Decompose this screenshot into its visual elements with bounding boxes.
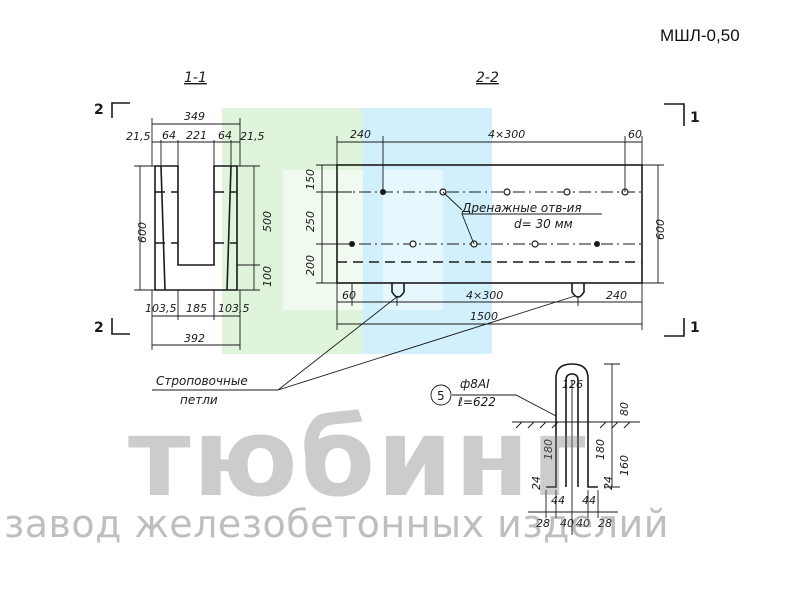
dim-250: 250 [304, 211, 317, 232]
drain-hole [531, 240, 539, 248]
section-mark-1-bottom: 1 [690, 320, 700, 336]
dim-44-right: 44 [582, 494, 596, 507]
right-vertical-dim [642, 164, 664, 284]
section-mark-2-bottom: 2 [94, 320, 104, 336]
dim-221: 221 [186, 129, 207, 142]
dim-64-left: 64 [162, 129, 176, 142]
dim-500: 500 [261, 211, 274, 232]
dim-150: 150 [304, 169, 317, 190]
bottom-dim-lines [151, 290, 241, 350]
loop-bar-spec: ф8АI [460, 377, 490, 391]
cut-mark-1-top [664, 103, 685, 126]
dim-200: 200 [304, 255, 317, 276]
dim-180-left: 180 [542, 439, 555, 460]
dim-28-right: 28 [598, 517, 612, 530]
drain-hole [503, 188, 511, 196]
drain-holes-row-2 [349, 240, 600, 248]
dim-64-right: 64 [218, 129, 232, 142]
sling-label-line-2: петли [180, 393, 218, 407]
top-spacing-dims [336, 136, 643, 192]
top-dim-lines [151, 118, 241, 166]
section-2-2-title: 2-2 [476, 70, 499, 86]
watermark-tagline: завод железобетонных изделий [4, 502, 669, 546]
dim-1500: 1500 [470, 310, 498, 323]
drain-leader-lines [442, 191, 475, 245]
drain-hole [563, 188, 571, 196]
height-dim-left [134, 165, 155, 291]
left-vertical-dims [316, 164, 352, 284]
dim-44-left: 44 [551, 494, 565, 507]
cut-mark-2-top [111, 102, 130, 118]
dim-126: 126 [562, 378, 583, 391]
section-1-1: 1-1 2 2 349 21,5 64 221 64 21,5 600 500 … [94, 70, 274, 350]
dim-160: 160 [618, 455, 631, 476]
watermark-logo-window-2 [383, 170, 443, 310]
section-2-2: 2-2 1 1 [304, 70, 700, 337]
dim-4x300-bottom: 4×300 [466, 289, 503, 302]
sling-label-line-1: Строповочные [156, 374, 248, 388]
drawing-code: МШЛ-0,50 [660, 26, 740, 45]
dim-80: 80 [618, 402, 631, 416]
block-elevation [336, 164, 643, 284]
sling-loops-callout: Строповочные петли [152, 295, 576, 407]
cut-mark-2-bottom [111, 318, 130, 335]
dim-40-right: 40 [576, 517, 590, 530]
loop-bar-shape [546, 363, 598, 488]
dim-180-right: 180 [594, 439, 607, 460]
section-mark-2-top: 2 [94, 102, 104, 118]
dim-240-top: 240 [350, 128, 371, 141]
loop-bottom-dims [528, 380, 618, 535]
lifting-loop-right [571, 283, 585, 298]
dim-600-right: 600 [654, 219, 667, 240]
sling-leader-lines [277, 295, 576, 391]
lifting-loop-left [391, 283, 405, 298]
drain-hole-axes [337, 191, 642, 245]
watermark-logo-window [283, 170, 363, 310]
height-dim-right [237, 165, 260, 291]
dim-4x300-top: 4×300 [488, 128, 525, 141]
dim-40-left: 40 [560, 517, 574, 530]
dim-60-top: 60 [628, 128, 642, 141]
dim-24-left: 24 [530, 476, 543, 490]
dim-24-right: 24 [602, 476, 615, 490]
loop-length-spec: ℓ=622 [457, 395, 496, 409]
loop-right-dims [604, 363, 620, 488]
wall-taper-lines [160, 165, 232, 291]
position-mark-circle [430, 384, 452, 406]
dim-21-5-left: 21,5 [126, 130, 151, 143]
drain-holes-label: Дренажные отв-ия [461, 201, 582, 215]
watermark-blue-block [362, 108, 492, 354]
dim-103-5-right: 103,5 [218, 302, 250, 315]
drain-hole [594, 241, 600, 247]
dim-28-left: 28 [536, 517, 550, 530]
section-mark-1-top: 1 [690, 110, 700, 126]
loop-detail: 5 ф8АI ℓ=622 126 80 160 180 180 24 24 44… [430, 363, 640, 535]
watermark-brand: тюбинг [128, 396, 590, 521]
dim-100: 100 [261, 266, 274, 287]
drain-diameter-label: d= 30 мм [514, 217, 573, 231]
loop-spec-leader [452, 394, 557, 417]
section-1-1-title: 1-1 [184, 70, 207, 86]
dim-21-5-right: 21,5 [240, 130, 265, 143]
dim-185: 185 [186, 302, 207, 315]
position-mark-5: 5 [437, 389, 445, 403]
dim-600-left: 600 [136, 222, 149, 243]
surface-hatching [515, 421, 631, 429]
loop-bar-inner [565, 373, 579, 487]
drain-hole [409, 240, 417, 248]
dim-392: 392 [184, 332, 205, 345]
cut-mark-1-bottom [664, 318, 685, 337]
dim-349: 349 [184, 110, 205, 123]
bottom-spacing-dims [336, 283, 643, 330]
dim-103-5-left: 103,5 [145, 302, 177, 315]
dim-60-bottom: 60 [342, 289, 356, 302]
dim-240-bottom: 240 [606, 289, 627, 302]
